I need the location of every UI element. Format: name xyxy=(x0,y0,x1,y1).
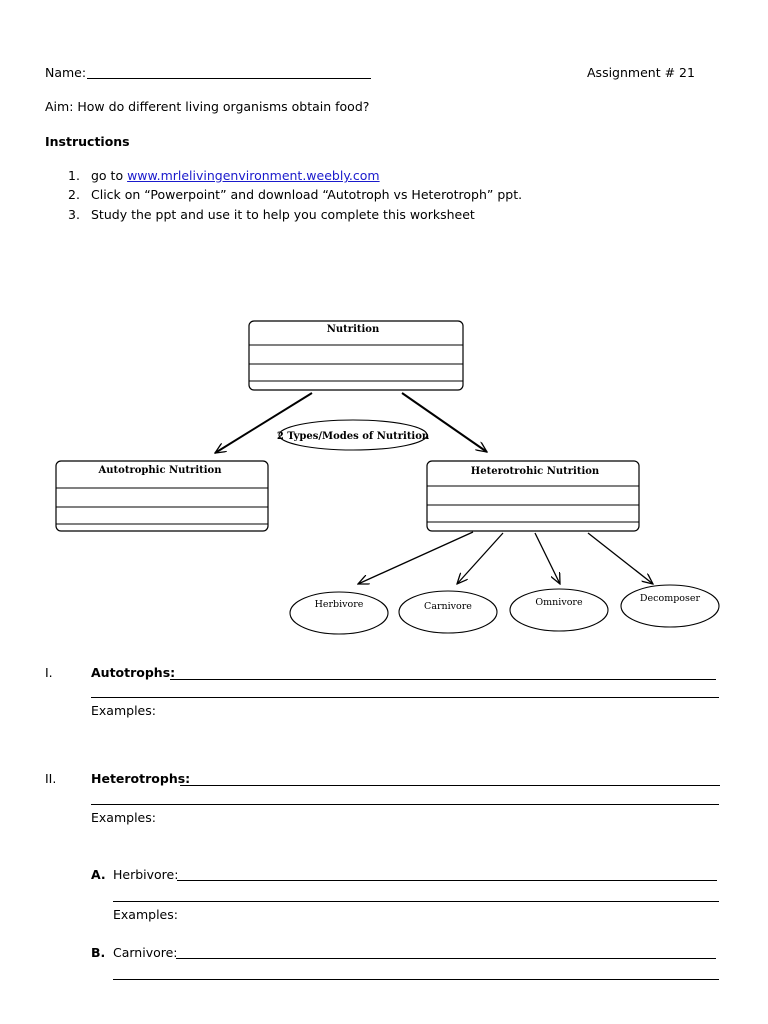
autotrophs-examples-label: Examples: xyxy=(91,703,156,718)
carnivore-term: Carnivore: xyxy=(113,945,178,960)
autotrophic-box: Autotrophic Nutrition xyxy=(55,460,269,532)
heterotrophs-examples-label: Examples: xyxy=(91,810,156,825)
types-label: 2 Types/Modes of Nutrition xyxy=(277,431,430,442)
arrow-to-decomposer xyxy=(587,532,653,584)
herbivore-answer-line-1[interactable] xyxy=(177,880,717,881)
sub-a-number: A. xyxy=(91,867,106,882)
carnivore-ellipse: Carnivore xyxy=(398,590,498,634)
carnivore-answer-line-1[interactable] xyxy=(176,958,716,959)
heterotrophic-title: Heterotrohic Nutrition xyxy=(471,466,600,477)
name-label: Name: xyxy=(45,65,87,80)
heterotrophs-term: Heterotrophs: xyxy=(91,771,191,786)
step-3-text: Study the ppt and use it to help you com… xyxy=(91,207,475,222)
name-blank[interactable] xyxy=(87,78,371,79)
autotrophic-title: Autotrophic Nutrition xyxy=(98,465,223,476)
nutrition-box: Nutrition xyxy=(248,320,464,391)
arrow-to-herbivore xyxy=(358,531,474,584)
step-2-text: Click on “Powerpoint” and download “Auto… xyxy=(91,187,523,202)
assignment-number: Assignment # 21 xyxy=(587,65,695,80)
types-ellipse: 2 Types/Modes of Nutrition xyxy=(277,419,430,451)
decomposer-label: Decomposer xyxy=(640,593,701,604)
decomposer-ellipse: Decomposer xyxy=(620,584,720,628)
aim-text: Aim: How do different living organisms o… xyxy=(45,99,370,114)
omnivore-ellipse: Omnivore xyxy=(509,588,609,632)
section-1-number: I. xyxy=(45,665,53,680)
nutrition-title: Nutrition xyxy=(327,324,380,335)
step-1-prefix: go to xyxy=(91,168,128,183)
heterotrophs-answer-line-1[interactable] xyxy=(180,785,720,786)
arrow-to-heterotrophic xyxy=(401,392,487,452)
arrow-to-omnivore xyxy=(534,532,560,584)
autotrophs-answer-line-2[interactable] xyxy=(91,697,719,698)
herbivore-term: Herbivore: xyxy=(113,867,179,882)
section-2-number: II. xyxy=(45,771,57,786)
arrow-to-autotrophic xyxy=(215,392,313,454)
arrow-to-carnivore xyxy=(457,532,504,584)
autotrophs-term: Autotrophs: xyxy=(91,665,176,680)
step-2-number: 2. xyxy=(68,187,80,202)
heterotrophs-answer-line-2[interactable] xyxy=(91,804,719,805)
heterotrophic-box: Heterotrohic Nutrition xyxy=(426,460,640,532)
sub-b-number: B. xyxy=(91,945,106,960)
omnivore-label: Omnivore xyxy=(535,597,583,608)
instructions-heading: Instructions xyxy=(45,134,130,149)
step-3-number: 3. xyxy=(68,207,80,222)
herbivore-label: Herbivore xyxy=(315,599,364,610)
herbivore-ellipse: Herbivore xyxy=(289,591,389,635)
herbivore-examples-label: Examples: xyxy=(113,907,178,922)
step-1-number: 1. xyxy=(68,168,80,183)
autotrophs-answer-line-1[interactable] xyxy=(170,679,716,680)
step-1: go to www.mrlelivingenvironment.weebly.c… xyxy=(91,168,380,184)
carnivore-label: Carnivore xyxy=(424,601,472,612)
carnivore-answer-line-2[interactable] xyxy=(113,979,719,980)
herbivore-answer-line-2[interactable] xyxy=(113,901,719,902)
website-link[interactable]: www.mrlelivingenvironment.weebly.com xyxy=(127,168,380,183)
